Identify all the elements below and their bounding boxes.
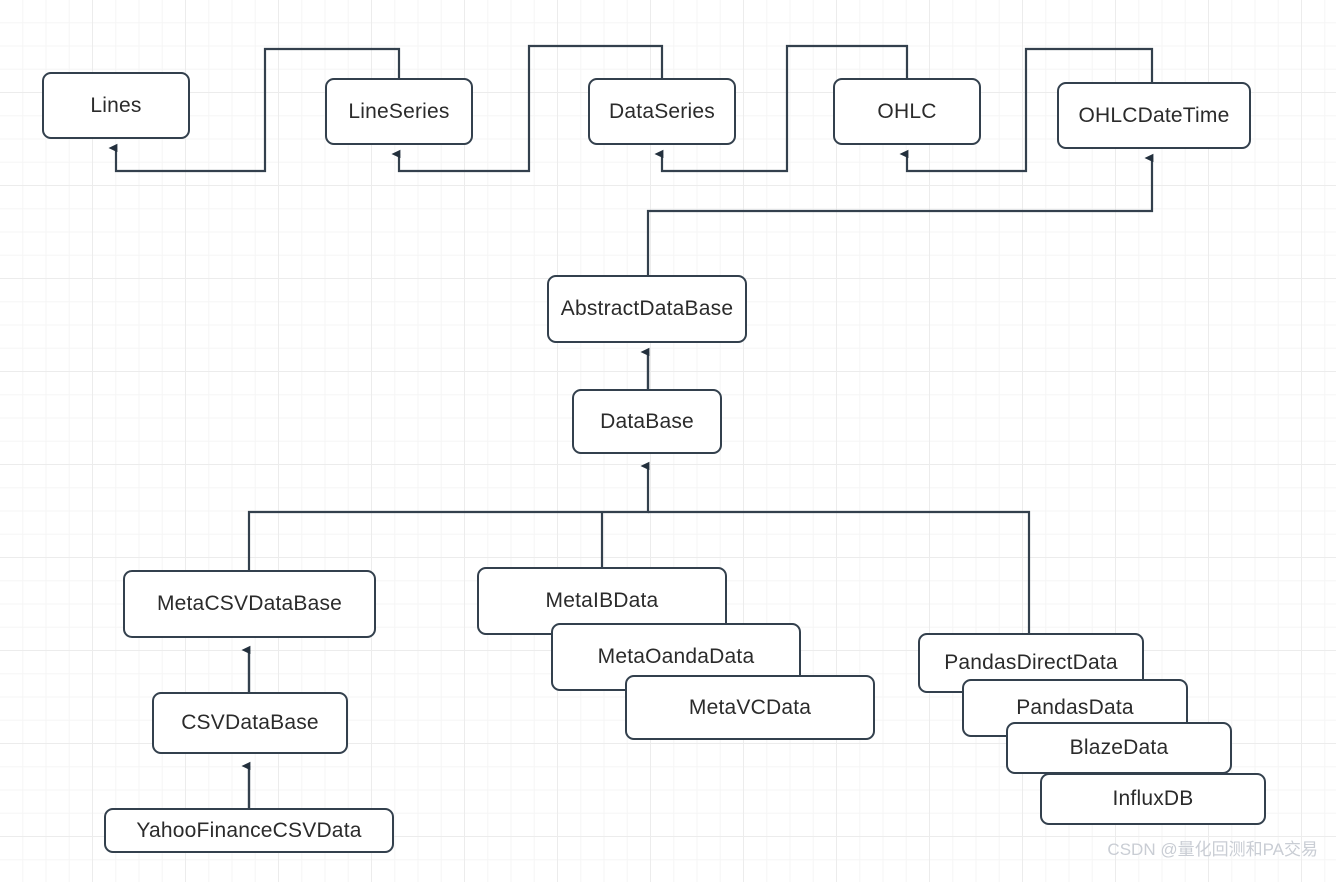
node-csvdatabase[interactable]: CSVDataBase bbox=[152, 692, 348, 754]
node-dataseries[interactable]: DataSeries bbox=[588, 78, 736, 145]
node-lines[interactable]: Lines bbox=[42, 72, 190, 139]
node-label: InfluxDB bbox=[1112, 787, 1194, 810]
node-ohlc[interactable]: OHLC bbox=[833, 78, 981, 145]
node-blazedata[interactable]: BlazeData bbox=[1006, 722, 1232, 774]
node-label: PandasData bbox=[1016, 696, 1134, 719]
node-label: PandasDirectData bbox=[944, 651, 1118, 674]
node-label: DataSeries bbox=[609, 99, 715, 123]
watermark: CSDN @量化回测和PA交易 bbox=[1107, 840, 1318, 859]
node-label: DataBase bbox=[600, 409, 694, 433]
node-influxdb[interactable]: InfluxDB bbox=[1040, 773, 1266, 825]
node-label: AbstractDataBase bbox=[560, 297, 734, 320]
node-label: MetaVCData bbox=[688, 695, 812, 719]
node-lineseries[interactable]: LineSeries bbox=[325, 78, 473, 145]
node-yahoofinancecsvdata[interactable]: YahooFinanceCSVData bbox=[104, 808, 394, 853]
node-label: MetaOandaData bbox=[597, 645, 755, 668]
node-label: CSVDataBase bbox=[181, 711, 319, 734]
node-metavcdata[interactable]: MetaVCData bbox=[625, 675, 875, 740]
node-metacsvdatabase[interactable]: MetaCSVDataBase bbox=[123, 570, 376, 638]
node-database[interactable]: DataBase bbox=[572, 389, 722, 454]
node-label: MetaIBData bbox=[545, 589, 659, 612]
node-label: YahooFinanceCSVData bbox=[136, 818, 362, 842]
node-label: LineSeries bbox=[348, 99, 450, 123]
node-label: BlazeData bbox=[1069, 736, 1169, 759]
node-label: OHLCDateTime bbox=[1078, 103, 1230, 127]
edge-metacsvdatabase-to-database bbox=[247, 461, 650, 570]
node-abstractdatabase[interactable]: AbstractDataBase bbox=[547, 275, 747, 343]
node-label: Lines bbox=[90, 93, 142, 117]
node-ohlcdatetime[interactable]: OHLCDateTime bbox=[1057, 82, 1251, 149]
node-label: MetaCSVDataBase bbox=[156, 592, 343, 615]
node-label: OHLC bbox=[877, 99, 937, 123]
edge-abstractdatabase-to-ohlcdatetime bbox=[646, 153, 1154, 275]
